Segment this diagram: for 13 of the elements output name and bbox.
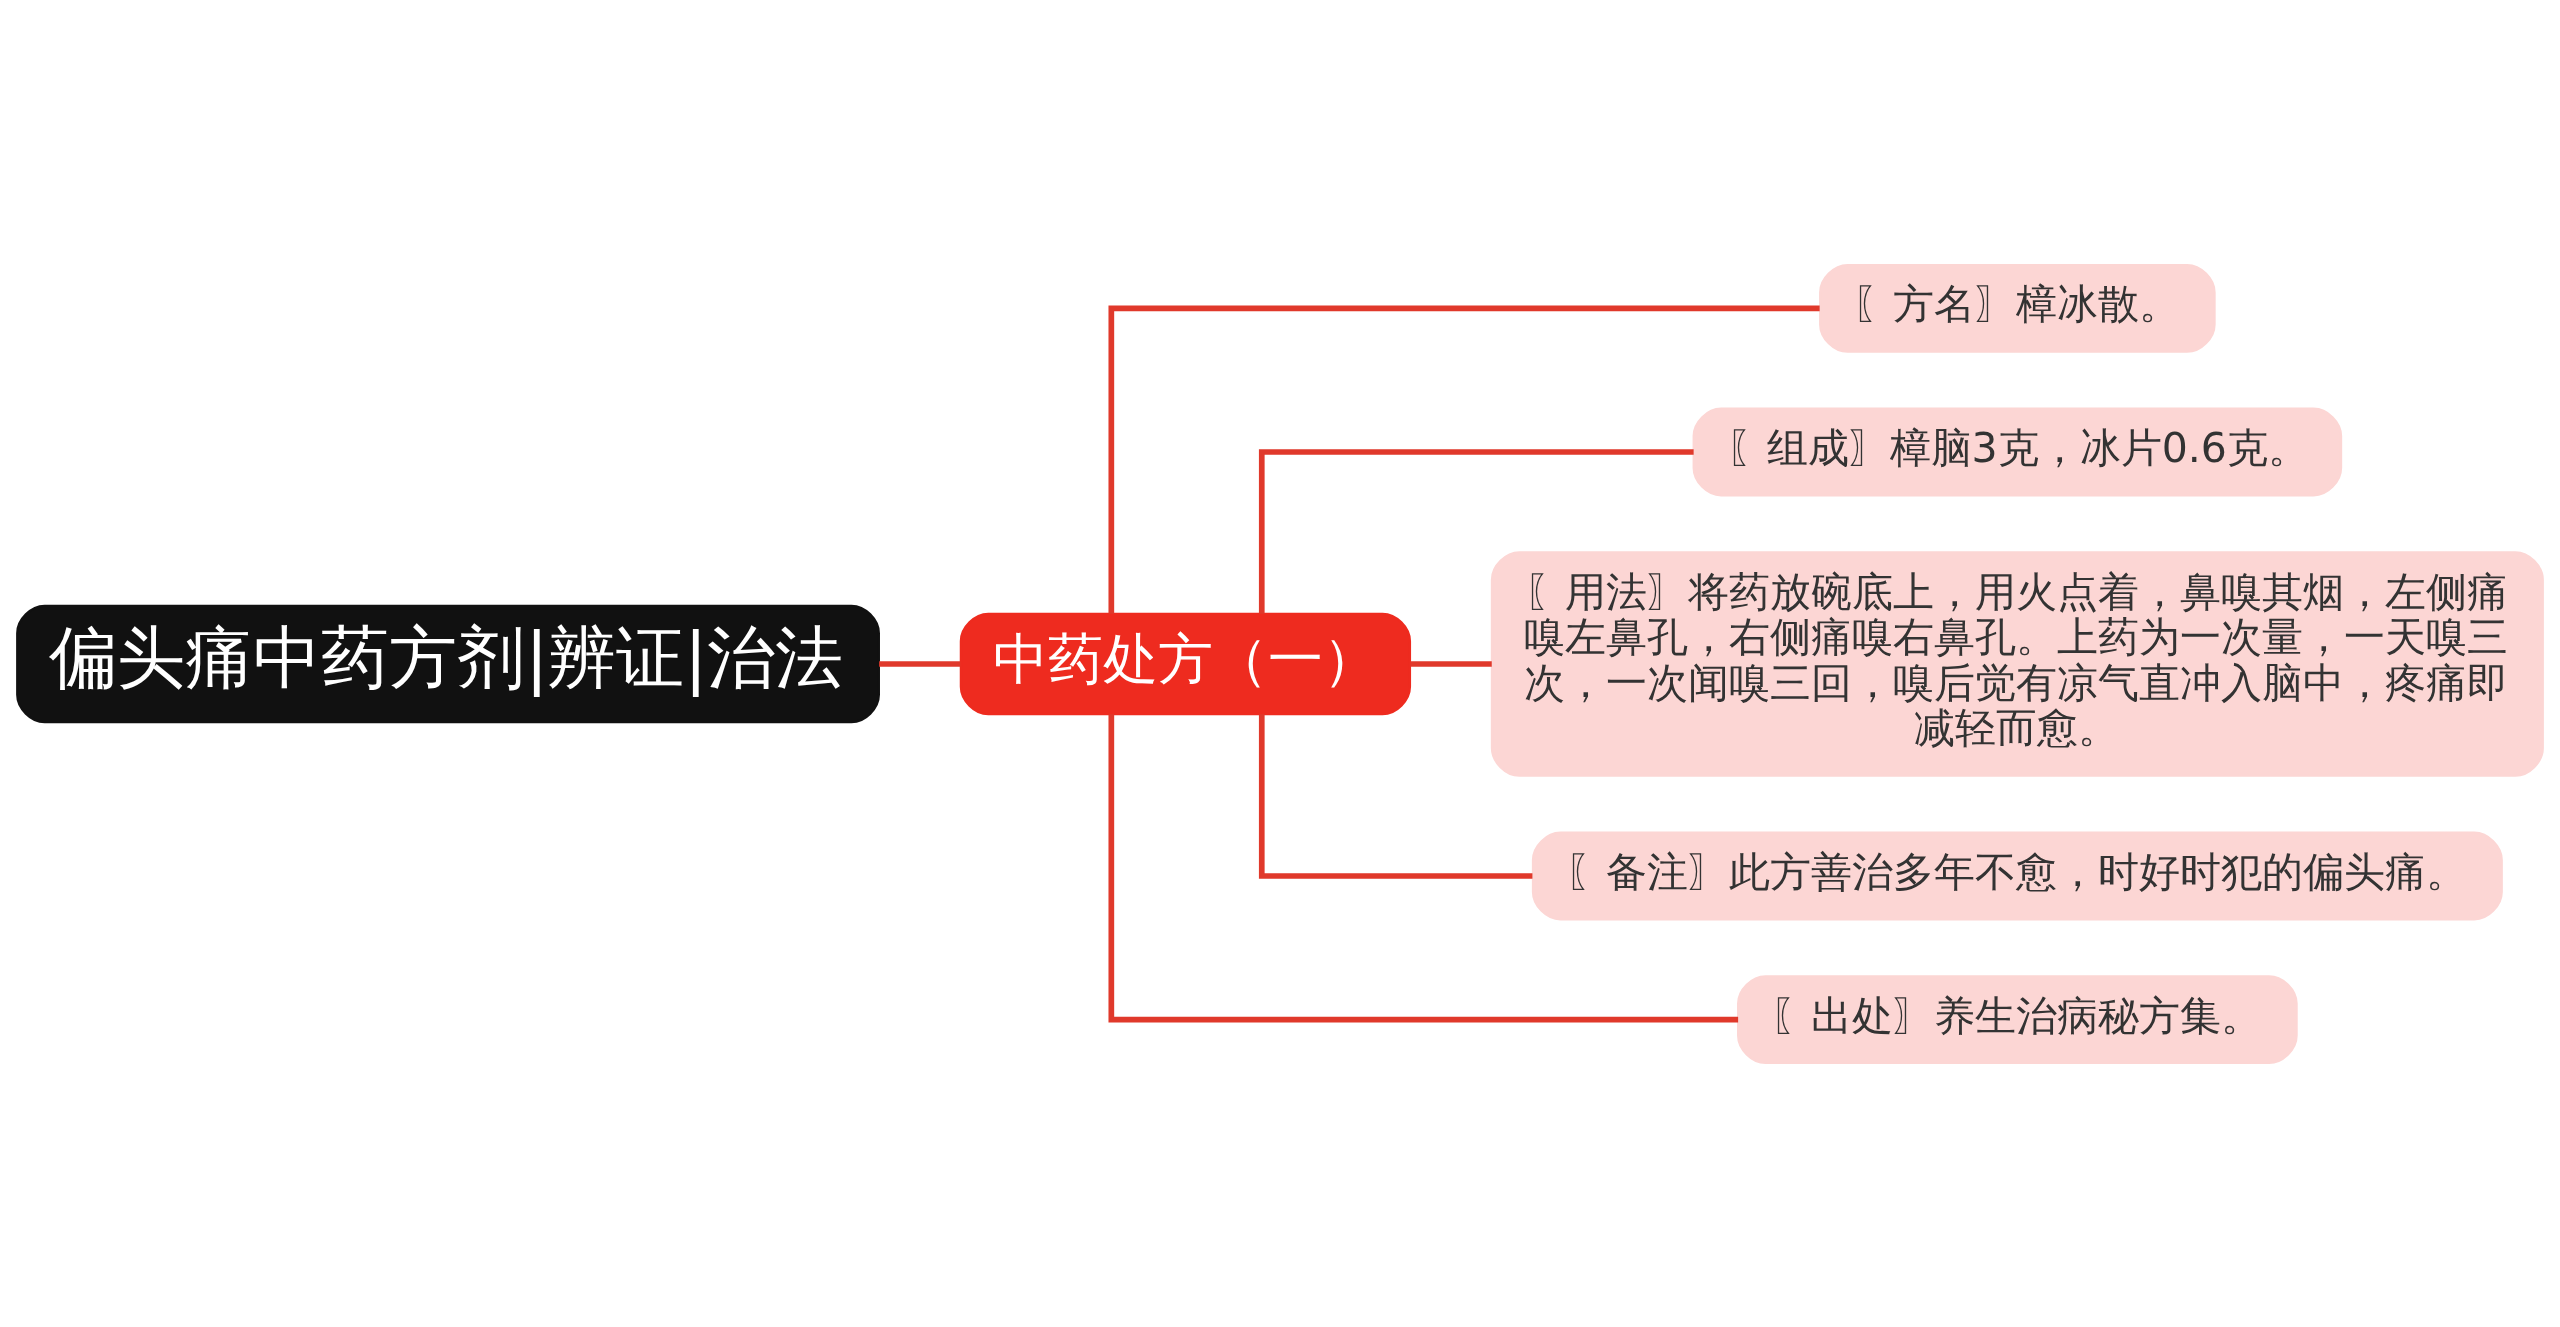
node-box: 〖方名〗樟冰散。	[1819, 263, 2216, 353]
node-box: 〖备注〗此方善治多年不愈，时好时犯的偏头痛。	[1531, 831, 2503, 920]
connector	[1258, 448, 1694, 614]
node-box: 偏头痛中药方剂|辨证|治法	[16, 604, 880, 723]
connector	[1258, 713, 1533, 879]
node-box: 〖用法〗将药放碗底上，用火点着，鼻嗅其烟，左侧痛嗅左鼻孔，右侧痛嗅右鼻孔。上药为一次量，一天嗅三次，一次闻嗅三回，嗅后觉有凉气直冲入脑中，疼痛即减轻而愈。	[1490, 550, 2544, 777]
connector	[1410, 660, 1492, 667]
node-box: 〖组成〗樟脑3克，冰片0.6克。	[1692, 407, 2343, 496]
connector	[1108, 305, 1820, 614]
connector	[879, 660, 961, 667]
connector	[1108, 713, 1739, 1022]
node-box: 〖出处〗养生治病秘方集。	[1737, 974, 2298, 1064]
node-box: 中药处方（一）	[959, 612, 1412, 715]
